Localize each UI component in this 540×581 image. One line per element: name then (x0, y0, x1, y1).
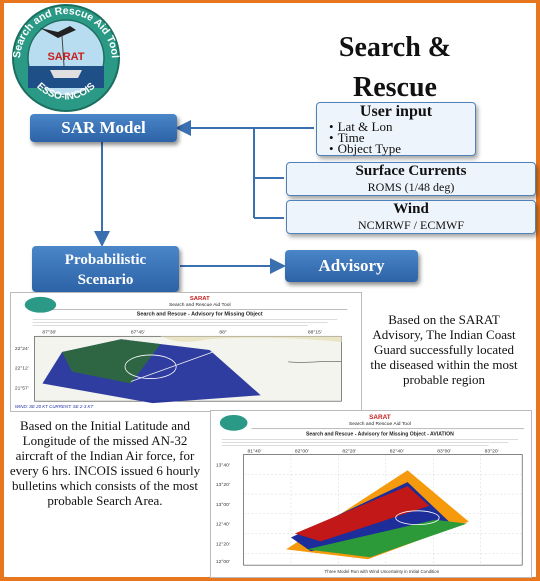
advisory-1-lon-tick: 88°15' (308, 329, 322, 335)
advisory-2-lon-tick: 82°20' (342, 449, 356, 455)
advisory-2-title: Search and Rescue - Advisory for Missing… (306, 432, 454, 438)
user-input-item: Object Type (329, 142, 475, 155)
probabilistic-line-2: Scenario (77, 272, 134, 288)
advisory-1-title: Search and Rescue - Advisory for Missing… (137, 312, 263, 318)
wind-heading: Wind (393, 201, 429, 217)
sar-model-box: SAR Model (30, 114, 177, 142)
surface-currents-heading: Surface Currents (355, 163, 467, 179)
surface-currents-sub: ROMS (1/48 deg) (367, 180, 455, 194)
advisory-2-lat-tick: 12°20' (216, 541, 230, 547)
advisory-2-footer: Three Model Run with Wind Uncertainty in… (325, 569, 440, 574)
advisory-1-lat-tick: 22°12' (15, 366, 29, 372)
user-input-list: Lat & Lon Time Object Type (317, 120, 475, 155)
logo-center-text: SARAT (47, 51, 84, 63)
wind-box: Wind NCMRWF / ECMWF (286, 200, 536, 234)
wind-sub: NCMRWF / ECMWF (357, 218, 465, 232)
advisory-1-logo (24, 296, 57, 313)
advisory-box: Advisory (285, 250, 418, 282)
advisory-2-lon-tick: 81°40' (247, 449, 261, 455)
page-title: Search & Rescue (300, 28, 490, 108)
advisory-2-lon-tick: 83°00' (437, 449, 451, 455)
advisory-2-lat-tick: 12°40' (216, 522, 230, 528)
advisory-1-lon-tick: 88° (219, 329, 226, 335)
advisory-2-lat-tick: 13°20' (216, 482, 230, 488)
advisory-2-logo (219, 414, 248, 431)
advisory-1-lon-tick: 87°45' (131, 329, 145, 335)
surface-currents-box: Surface Currents ROMS (1/48 deg) (286, 162, 536, 196)
probabilistic-scenario-box: Probabilistic Scenario (32, 246, 179, 292)
title-line-1: Search & (338, 32, 452, 63)
advisory-2-lon-tick: 82°00' (295, 449, 309, 455)
probabilistic-line-1: Probabilistic (64, 252, 147, 268)
advisory-2-lat-tick: 13°40' (216, 462, 230, 468)
advisory-1-lon-tick: 87°30' (42, 329, 56, 335)
advisory-1-lat-tick: 21°57' (15, 385, 29, 391)
user-input-heading: User input (359, 103, 433, 120)
coast-guard-description: Based on the SARAT Advisory, The Indian … (370, 312, 518, 387)
advisory-2-subheader: Search and Rescue Aid Tool (349, 421, 411, 427)
advisory-map-2: SARAT Search and Rescue Aid Tool Search … (210, 410, 532, 578)
advisory-2-header: SARAT (369, 414, 391, 421)
advisory-2-lon-tick: 83°20' (485, 449, 499, 455)
advisory-2-lat-tick: 12°00' (216, 559, 230, 565)
advisory-1-header: SARAT (190, 296, 210, 302)
user-input-box: User input Lat & Lon Time Object Type (316, 102, 476, 156)
advisory-2-lon-tick: 82°40' (390, 449, 404, 455)
advisory-1-handnote: WIND: SE 20 KT CURRENT: SE 2-3 KT (15, 404, 94, 409)
air-force-description: Based on the Initial Latitude and Longit… (9, 418, 201, 508)
advisory-2-lat-tick: 13°00' (216, 502, 230, 508)
title-line-2: Rescue (353, 72, 437, 103)
advisory-1-subheader: Search and Rescue Aid Tool (169, 302, 231, 308)
advisory-map-1: SARAT Search and Rescue Aid Tool Search … (10, 292, 362, 412)
sarat-logo: SARAT Search and Rescue Aid Tool ESSO-IN… (11, 4, 121, 112)
advisory-1-lat-tick: 22°24' (15, 346, 29, 352)
